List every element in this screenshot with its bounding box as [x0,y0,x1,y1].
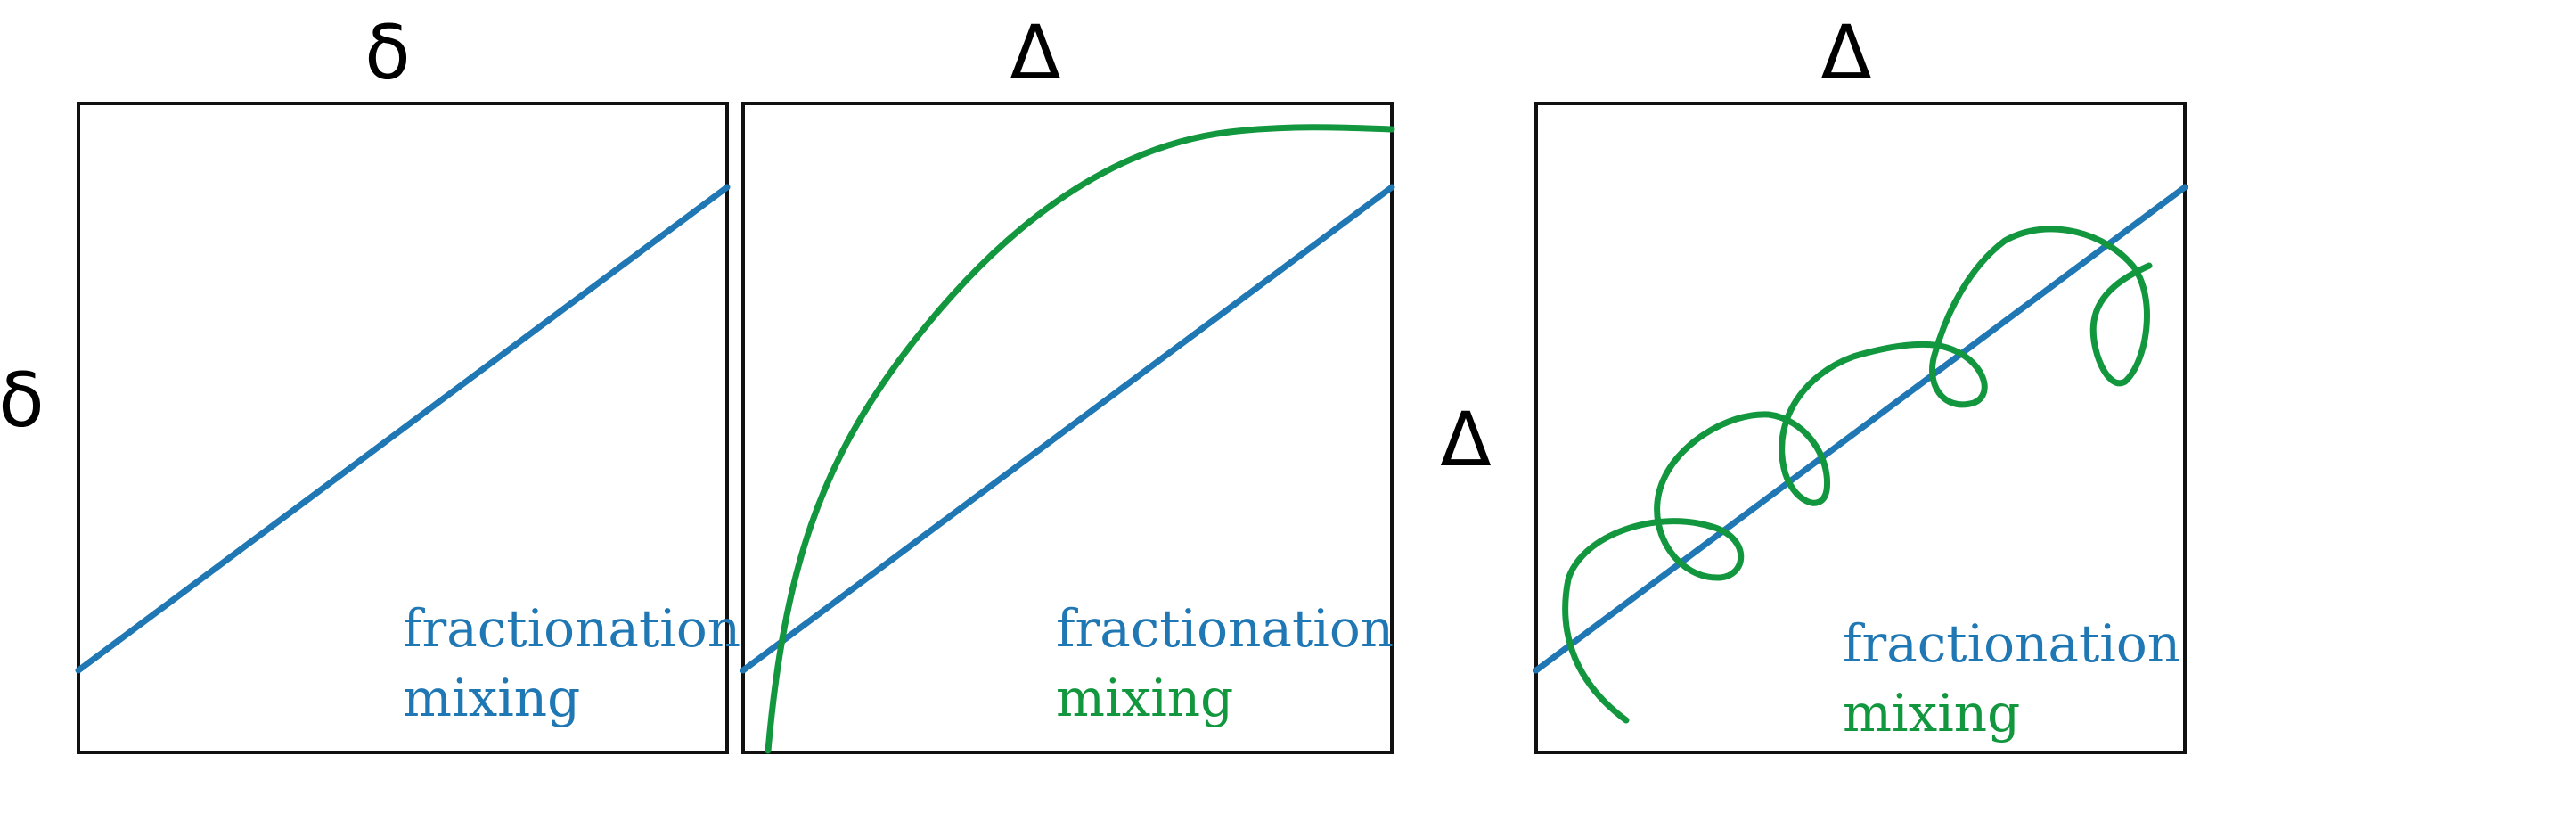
panel-2-frame [741,102,1394,754]
panel-3: Δ Δ fractionation mixing [1440,9,2188,754]
panel-2-legend-mixing: mixing [1056,668,1233,728]
panel-3-mixing-curve [1562,226,2153,724]
panel-1-fractionation-line [75,184,731,674]
panel-3-legend-fractionation: fractionation [1843,613,2180,674]
panel-1: δ δ fractionation mixing [0,9,740,754]
panel-1-legend-fractionation: fractionation [403,598,740,659]
panel-3-legend-mixing: mixing [1843,683,2020,743]
panel-3-frame [1534,102,2187,754]
panel-2-mixing-curve [765,124,1395,754]
panel-2-legend-fractionation: fractionation [1056,598,1394,659]
panel-2-fractionation-line [740,184,1395,674]
panel-1-legend-mixing: mixing [403,668,580,728]
panel-3-ylabel: Δ [1440,396,1491,483]
panel-2: Δ fractionation mixing [740,9,1395,754]
panel-3-title: Δ [1820,9,1871,96]
panel-1-title: δ [364,9,410,96]
panel-1-ylabel: δ [0,357,45,444]
panel-3-fractionation-line [1533,184,2188,674]
panel-1-frame [77,102,729,754]
panel-2-title: Δ [1010,9,1060,96]
